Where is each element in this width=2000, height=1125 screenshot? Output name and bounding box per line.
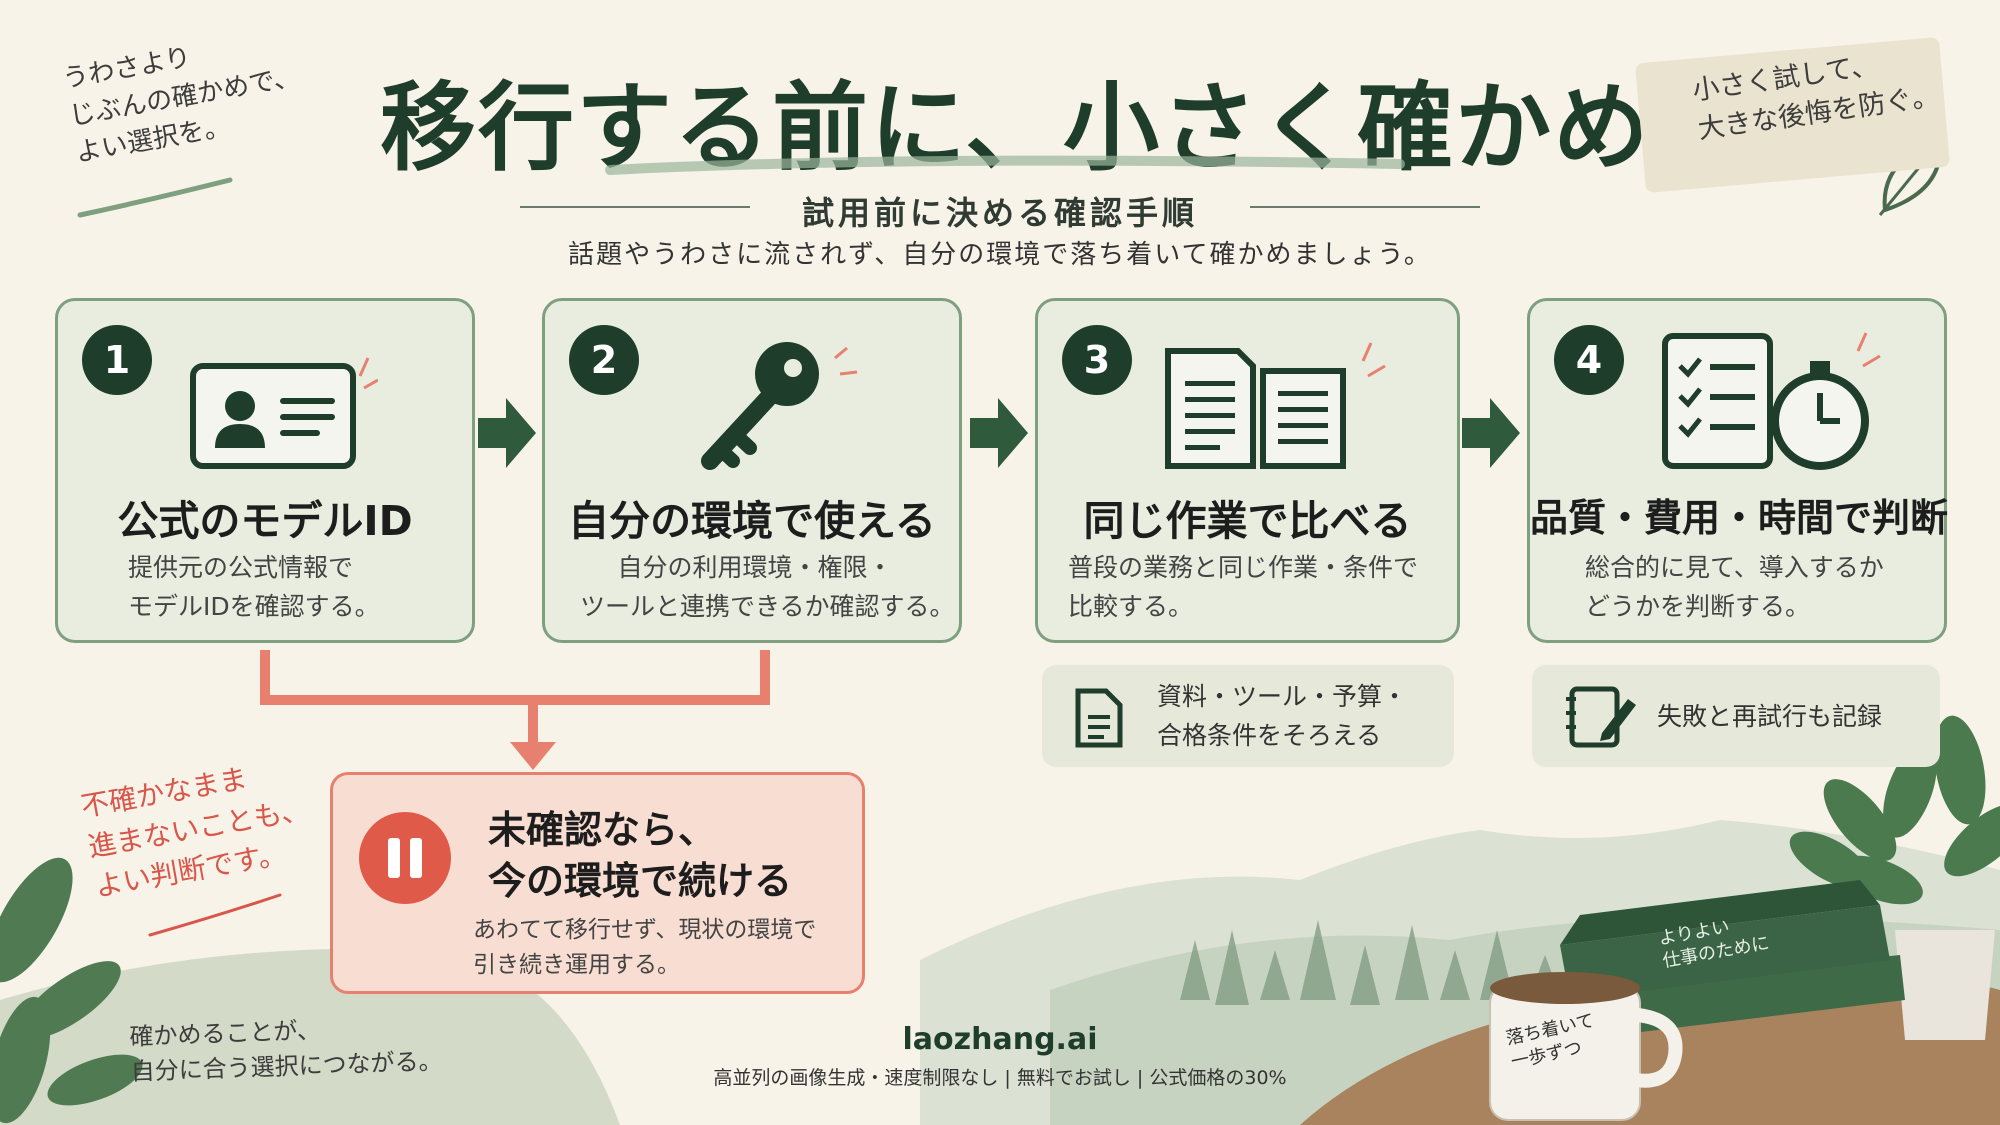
- subtitle-left-line: [520, 206, 750, 208]
- step-title: 自分の環境で使える: [568, 497, 936, 545]
- document-icon: [1075, 688, 1123, 748]
- step-number: 4: [1554, 325, 1624, 395]
- desc-line: どうかを判断する。: [1585, 591, 1811, 621]
- key-icon: [701, 342, 858, 470]
- pause-icon: [359, 812, 451, 904]
- pause-title-line: 未確認なら、: [488, 808, 717, 852]
- pause-desc-line: 引き続き運用する。: [473, 951, 680, 978]
- step-card-2: 2 自分の環境で使える 自分の利用環境・権限・ ツールと連携できるか確認する。: [542, 298, 962, 643]
- tagline: 高並列の画像生成・速度制限なし | 無料でお試し | 公式価格の30%: [713, 1067, 1287, 1089]
- notebook-pen-icon: [1566, 686, 1636, 748]
- step-description: 総合的に見て、導入するか どうかを判断する。: [1585, 549, 1884, 627]
- step-card-1: 1 公式のモデルID 提供元の公式情報で モデルIDを確認する。: [55, 298, 475, 643]
- step-title: 品質・費用・時間で判断: [1530, 496, 1949, 540]
- arrow-right-icon: [478, 398, 536, 468]
- desc-line: モデルIDを確認する。: [128, 591, 380, 621]
- subbox-text: 資料・ツール・予算・ 合格条件をそろえる: [1157, 678, 1407, 756]
- desc-line: 比較する。: [1068, 591, 1194, 621]
- step-description: 普段の業務と同じ作業・条件で 比較する。: [1068, 549, 1418, 627]
- subbox-line: 資料・ツール・予算・: [1157, 682, 1408, 711]
- subbox-line: 失敗と再試行も記録: [1657, 702, 1883, 731]
- subbox-materials: 資料・ツール・予算・ 合格条件をそろえる: [1042, 665, 1454, 767]
- id-card-icon: [190, 357, 378, 469]
- note-bottom-left: 確かめることが、 自分に合う選択につながる。: [129, 1008, 471, 1089]
- desc-line: ツールと連携できるか確認する。: [580, 591, 955, 621]
- title-underline: [605, 155, 1405, 175]
- desc-line: 提供元の公式情報で: [128, 553, 354, 582]
- subbox-record: 失敗と再試行も記録: [1532, 665, 1940, 767]
- step-description: 自分の利用環境・権限・ ツールと連携できるか確認する。: [580, 549, 955, 627]
- step-title: 公式のモデルID: [117, 497, 413, 545]
- step-description: 提供元の公式情報で モデルIDを確認する。: [128, 549, 380, 627]
- subtitle: 試用前に決める確認手順: [801, 194, 1198, 232]
- documents-icon: [1165, 342, 1386, 469]
- pause-title: 未確認なら、 今の環境で続ける: [488, 805, 792, 908]
- subbox-text: 失敗と再試行も記録: [1657, 698, 1882, 737]
- pause-title-line: 今の環境で続ける: [488, 859, 793, 904]
- pause-box: 未確認なら、 今の環境で続ける あわてて移行せず、現状の環境で 引き続き運用する…: [330, 772, 865, 994]
- step-title: 同じ作業で比べる: [1083, 497, 1412, 545]
- step-card-3: 3 同じ作業で比べる 普段の業務と同じ作業・条件で 比較する。: [1035, 298, 1460, 643]
- subbox-line: 合格条件をそろえる: [1157, 720, 1382, 750]
- desc-line: 普段の業務と同じ作業・条件で: [1068, 553, 1419, 582]
- step-number: 3: [1062, 325, 1132, 395]
- pause-desc-line: あわてて移行せず、現状の環境で: [473, 917, 817, 943]
- checklist-stopwatch-icon: [1662, 332, 1881, 470]
- subtitle-right-line: [1250, 206, 1480, 208]
- pause-description: あわてて移行せず、現状の環境で 引き続き運用する。: [473, 913, 816, 982]
- lead-text: 話題やうわさに流されず、自分の環境で落ち着いて確かめましょう。: [568, 240, 1432, 270]
- arrow-right-icon: [1462, 398, 1520, 468]
- step-number: 1: [82, 325, 152, 395]
- arrow-right-icon: [970, 398, 1028, 468]
- desc-line: 総合的に見て、導入するか: [1585, 553, 1884, 582]
- step-card-4: 4 品質・費用・時間で判断 総合的に見て、導入するか どうかを判断する。: [1527, 298, 1949, 643]
- subtitle-row: 試用前に決める確認手順: [520, 188, 1480, 232]
- brand-link[interactable]: laozhang.ai: [902, 1022, 1098, 1057]
- step-number: 2: [569, 325, 639, 395]
- desc-line: 自分の利用環境・権限・: [617, 553, 893, 582]
